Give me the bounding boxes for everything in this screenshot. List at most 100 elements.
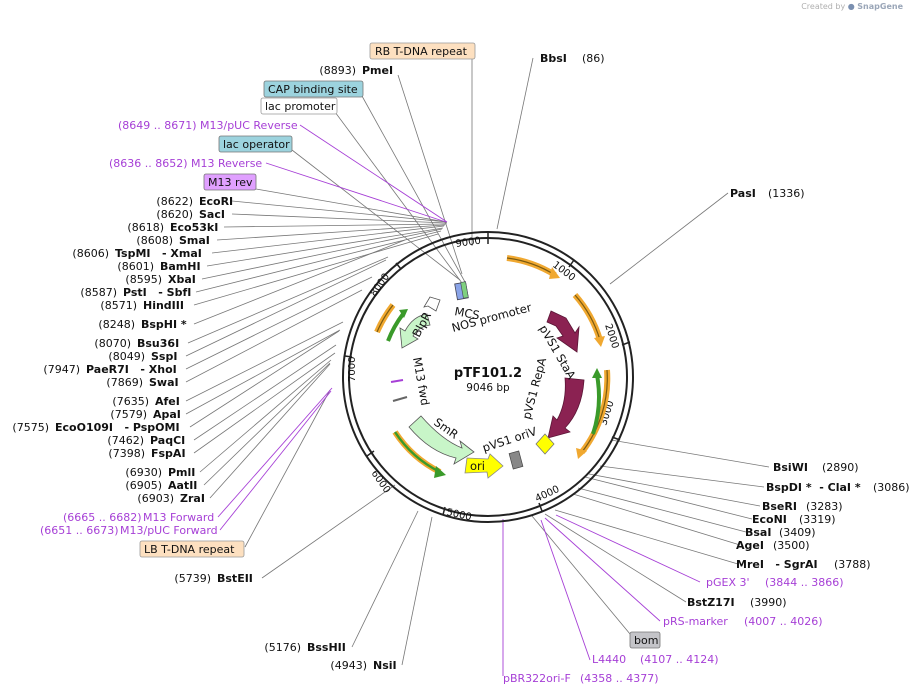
site-econi-name: EcoNI <box>752 513 787 526</box>
site-pmli-name: PmlI <box>168 466 195 479</box>
site-smai-name: SmaI <box>179 234 210 247</box>
primer-m13puc-fwd-range: (6651 .. 6673) <box>40 524 119 537</box>
site-aatii-name: AatII <box>168 479 197 492</box>
leader-m13puc-rev <box>299 124 448 223</box>
site-zrai-pos: (6903) <box>137 492 174 505</box>
leader-smai <box>216 224 446 241</box>
primer-m13-rev-range: (8636 .. 8652) <box>109 157 188 170</box>
primer-l4440-range: (4107 .. 4124) <box>640 653 719 666</box>
leader-ecori <box>231 200 448 223</box>
leader-hindiii <box>193 233 439 306</box>
leader-bsteii <box>261 484 396 579</box>
leader-econi <box>584 476 753 520</box>
features <box>390 281 585 479</box>
orf-arc-1-head <box>549 267 560 279</box>
leader-bstz17i <box>544 513 687 603</box>
feature-label-mcs: MCS <box>453 304 480 322</box>
site-bsiwi-pos: (2890) <box>822 461 859 474</box>
credit-brand: SnapGene <box>857 2 903 11</box>
site-smai-pos: (8608) <box>136 234 173 247</box>
plasmid-size: 9046 bp <box>466 382 510 394</box>
primer-l4440-name: L4440 <box>592 653 626 666</box>
site-bstz17i-pos: (3990) <box>750 596 787 609</box>
site-eco53ki-name: Eco53kI <box>170 221 218 234</box>
leader-xhoi <box>185 276 373 370</box>
primer-m13-fwd-range: (6665 .. 6682) <box>63 511 142 524</box>
leader-lines <box>185 56 770 666</box>
leader-zrai <box>209 363 331 499</box>
leader-bsai <box>577 487 747 533</box>
leader-lacprom <box>334 111 463 284</box>
orf-arc-3-head <box>576 448 587 459</box>
site-bsphi-pos: (8248) <box>98 318 135 331</box>
primer-m13puc-rev-range: (8649 .. 8671) <box>118 119 197 132</box>
box-m13rev <box>203 173 257 191</box>
primer-m13puc-rev-name: M13/pUC Reverse <box>200 119 298 132</box>
site-psti-pos: (8587) <box>80 286 117 299</box>
leader-bsiwi <box>610 439 770 468</box>
site-aatii-pos: (6905) <box>125 479 162 492</box>
leader-pgex3 <box>555 514 701 583</box>
site-xmai-name: TspMI - XmaI <box>115 247 202 260</box>
leader-pasi <box>609 192 729 285</box>
site-bsiwi-name: BsiWI <box>773 461 808 474</box>
site-xbai-name: XbaI <box>168 273 196 286</box>
leader-m13-fwd <box>217 387 333 518</box>
leader-agei <box>572 493 741 546</box>
site-pmei-name: PmeI <box>362 64 393 77</box>
box-lb-tdna-label: LB T-DNA repeat <box>144 543 235 556</box>
site-nsii-pos: (4943) <box>330 659 367 672</box>
site-apai-name: ApaI <box>153 408 181 421</box>
leader-paqci <box>193 344 337 441</box>
inner-marker-gray <box>392 396 408 402</box>
leader-swai <box>185 289 363 383</box>
site-hindiii-pos: (8571) <box>100 299 137 312</box>
site-bsshii-name: BssHII <box>307 641 346 654</box>
orf-arc-1 <box>506 255 557 278</box>
site-xhoi-pos: (7947) <box>43 363 80 376</box>
leader-bsshii <box>351 510 419 648</box>
tick-6000 <box>366 450 375 457</box>
orf-arc-left-green-head <box>399 309 408 318</box>
feature-label-m13fwd: M13 fwd <box>410 356 432 406</box>
tick-label-7000: 7000 <box>347 357 358 382</box>
tick-1000 <box>568 259 575 268</box>
box-lb-tdna <box>139 540 245 558</box>
primer-pbr322ori-name: pBR322ori-F <box>503 672 571 685</box>
leader-fspai <box>193 352 336 454</box>
leader-clai <box>599 465 765 488</box>
site-sspi-pos: (8049) <box>108 350 145 363</box>
leader-pmei <box>397 74 463 275</box>
tick-8000 <box>395 262 402 270</box>
site-swai-name: SwaI <box>149 376 179 389</box>
leader-xbai <box>201 228 443 280</box>
small-white-arrow <box>423 296 441 312</box>
tick-marks <box>344 232 631 516</box>
orf-arc-green-right-head <box>592 368 602 378</box>
leader-lb <box>244 389 331 548</box>
primer-pgex3-name: pGEX 3' <box>706 576 750 589</box>
site-bamhi-name: BamHI <box>160 260 201 273</box>
orf-arc-green-right <box>591 374 601 435</box>
site-bsu36i-pos: (8070) <box>94 337 131 350</box>
primer-labels: (8649 .. 8671) M13/pUC Reverse (8636 .. … <box>40 119 844 685</box>
tick-2000 <box>621 341 631 346</box>
leader-pspomi <box>189 330 340 428</box>
orf-arc-3-core <box>581 369 608 453</box>
leader-afei <box>185 321 344 402</box>
box-bom-label: bom <box>634 634 658 647</box>
box-lac-operator <box>218 135 293 153</box>
leader-l4440 <box>540 519 591 661</box>
tick-3000 <box>611 436 621 441</box>
primer-m13-fwd-name: M13 Forward <box>143 511 214 524</box>
snapgene-credit: Created by ● SnapGene <box>801 2 903 11</box>
primer-m13puc-fwd-name: M13/pUC Forward <box>120 524 218 537</box>
box-bom <box>629 631 661 649</box>
site-bseri-name: BseRI <box>762 500 797 513</box>
tick-label-8000: 8000 <box>368 272 392 299</box>
site-zrai-name: ZraI <box>180 492 205 505</box>
leader-m13puc-fwd <box>219 390 332 531</box>
site-econi-pos: (3319) <box>799 513 836 526</box>
leader-saci <box>231 213 448 224</box>
